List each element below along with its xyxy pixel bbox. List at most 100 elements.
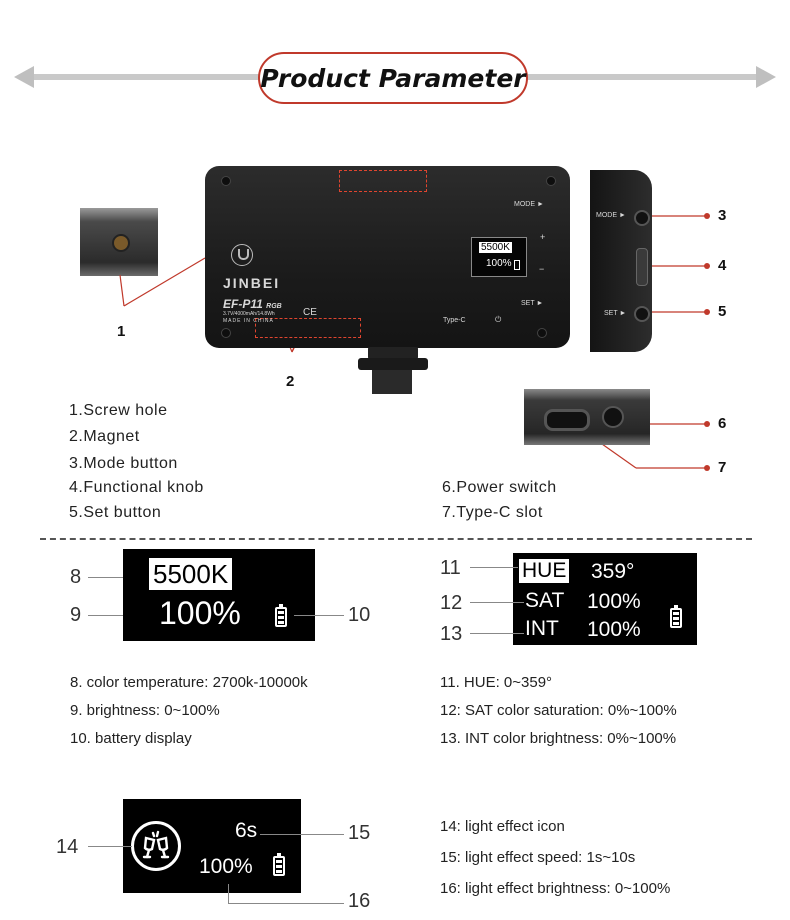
note-11: 11. HUE: 0~359° [440,674,553,691]
battery-icon [670,605,682,628]
screw-icon [537,328,547,338]
light-effect-icon [131,821,181,871]
device-screen-battery-icon [514,260,520,270]
made-in-label: MADE IN CHINA [223,318,274,324]
display-sat-label: SAT [525,589,565,612]
callout-number-6: 6 [718,415,727,432]
part-label-4: 4.Functional knob [69,479,204,496]
guide-line [260,834,344,835]
minus-label: − [539,264,545,274]
magnet-icon [231,244,253,266]
display-temp-value: 5500K [149,558,233,590]
note-16: 16: light effect brightness: 0~100% [440,880,671,897]
plus-label: + [540,232,546,242]
part-label-1: 1.Screw hole [69,402,168,419]
display-bright-value: 100% [159,595,241,631]
model-name: EF-P11 [223,297,263,311]
part-label-7: 7.Type-C slot [442,504,543,521]
functional-knob-icon [636,248,648,286]
set-button-icon [634,306,650,322]
hot-shoe-plate [358,358,428,370]
guide-line [294,615,344,616]
power-label: ⏻ [495,315,502,324]
callout-number-4: 4 [718,257,727,274]
note-9: 9. brightness: 0~100% [70,702,220,719]
callout-dot [704,421,710,427]
device-screen: 5500K 100% [471,237,527,277]
display-int-label: INT [525,617,559,640]
callout-number-1: 1 [117,323,126,340]
part-label-5: 5.Set button [69,504,162,521]
callout-dot [704,213,710,219]
guide-line [470,633,524,634]
display-effect-bright-value: 100% [199,855,253,878]
callout-number-2: 2 [286,373,295,390]
display-color-temp: 5500K 100% [123,549,315,641]
light-panel-front: JINBEI EF-P11 RGB 3.7V/4000mAh/14.8Wh MA… [205,166,570,348]
screw-icon [546,176,556,186]
mode-button-icon [634,210,650,226]
screw-hole-photo [80,208,158,276]
screw-icon [221,176,231,186]
display-number-11: 11 [440,557,461,579]
note-14: 14: light effect icon [440,818,565,835]
callout-number-5: 5 [718,303,727,320]
page-title: Product Parameter [260,63,526,93]
display-number-16: 16 [348,890,371,912]
guide-line [470,602,524,603]
note-15: 15: light effect speed: 1s~10s [440,849,636,866]
display-number-10: 10 [348,604,371,626]
display-light-effect: 6s 100% [123,799,301,893]
display-hue-label: HUE [519,559,570,583]
callout-number-3: 3 [718,207,727,224]
arrow-right-icon [756,66,776,88]
guide-line [228,884,229,903]
set-label: SET ► [521,300,544,307]
device-screen-bright: 100% [486,258,512,269]
note-8: 8. color temperature: 2700k-10000k [70,674,308,691]
magnet-area-bottom [255,318,361,338]
display-speed-value: 6s [235,819,258,842]
callout-dot [704,465,710,471]
part-label-2: 2.Magnet [69,428,140,445]
display-number-12: 12 [440,592,463,614]
callout-dot [704,309,710,315]
hot-shoe-top [368,347,418,359]
title-line-left [30,74,262,80]
title-line-right [526,74,760,80]
note-12: 12: SAT color saturation: 0%~100% [440,702,677,719]
guide-line [470,567,518,568]
display-sat-value: 100% [587,590,641,613]
ce-mark: CE [303,307,317,318]
light-panel-side: MODE ► SET ► [590,170,652,352]
guide-line [88,846,132,847]
guide-line [228,903,344,904]
note-13: 13. INT color brightness: 0%~100% [440,730,677,747]
arrow-left-icon [14,66,34,88]
display-number-8: 8 [70,566,82,588]
display-hue-value: 359° [591,560,635,583]
power-switch-icon [602,406,624,428]
part-label-6: 6.Power switch [442,479,557,496]
title-banner: Product Parameter [258,52,528,104]
display-int-value: 100% [587,618,641,641]
model-suffix: RGB [266,303,282,310]
battery-icon [273,853,285,876]
callout-number-7: 7 [718,459,727,476]
hot-shoe-base [372,370,412,394]
brand-logo: JINBEI [223,275,281,291]
screw-hole-icon [112,234,130,252]
device-screen-temp: 5500K [479,242,512,253]
cheers-glasses-icon [142,830,170,859]
battery-icon [275,604,287,627]
section-divider [40,538,752,540]
typec-slot-icon [544,409,590,431]
guide-line [88,615,123,616]
model-label: EF-P11 RGB [223,297,282,311]
display-number-15: 15 [348,822,371,844]
note-10: 10. battery display [70,730,192,747]
side-mode-label: MODE ► [596,212,626,219]
display-number-13: 13 [440,623,463,645]
mode-label: MODE ► [514,201,544,208]
magnet-area-top [339,170,427,192]
